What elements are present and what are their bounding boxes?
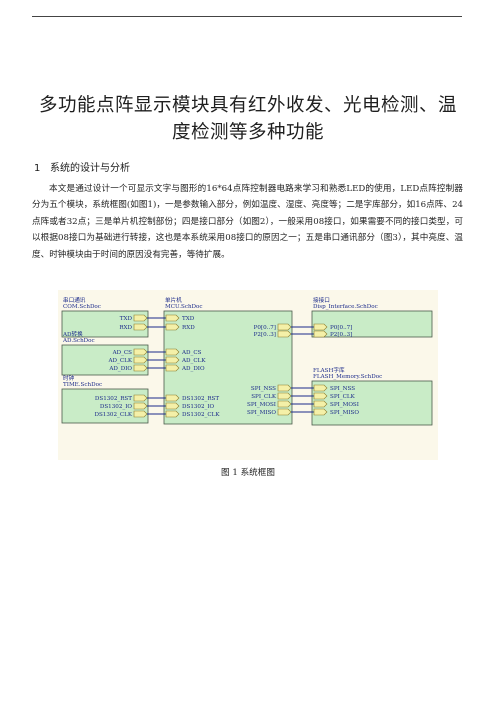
- mcu-left-port-label-1: RXD: [182, 325, 195, 331]
- dst-port-label-3: SPI_CLK: [330, 394, 356, 400]
- src-6-port-flag: [133, 402, 148, 410]
- mcu-left-port-label-4: AD_DIO: [181, 366, 205, 372]
- figure-caption: 图 1 系统框图: [221, 468, 275, 478]
- mcu-left-port-label-0: TXD: [182, 316, 195, 322]
- src-port-label-4: AD_DIO: [108, 366, 132, 372]
- src-port-label-7: DS1302_CLK: [94, 412, 132, 418]
- src-port-label-0: TXD: [120, 316, 133, 322]
- disp-file: Disp_Interface.SchDoc: [313, 304, 378, 310]
- disp-title: 接接口: [313, 296, 330, 304]
- dst-1-port-flag: [313, 330, 328, 338]
- mcu-right-port-label-2: SPI_NSS: [251, 386, 276, 392]
- mcu-right-0-port-flag: [277, 323, 292, 331]
- com-title: 串口通讯: [63, 296, 86, 304]
- src-4-port-flag: [133, 364, 148, 372]
- flash-block: [311, 380, 433, 426]
- flash-title: FLASH字库: [313, 366, 345, 374]
- com-block: [61, 310, 149, 338]
- src-0-port-flag: [133, 314, 148, 322]
- doc-title-line-1: 多功能点阵显示模块具有红外收发、光电检测、温: [38, 95, 457, 116]
- mcu-left-port-label-2: AD_CS: [181, 350, 202, 356]
- mcu-right-4-port-flag: [277, 400, 292, 408]
- section-title: 系统的设计与分析: [50, 163, 130, 174]
- dst-0-port-flag: [313, 323, 328, 331]
- src-port-label-2: AD_CS: [112, 350, 133, 356]
- mcu-left-4-port-flag: [165, 364, 180, 372]
- mcu-left-0-port-flag: [165, 314, 180, 322]
- mcu-left-2-port-flag: [165, 348, 180, 356]
- disp-block: [311, 310, 433, 338]
- src-5-port-flag: [133, 394, 148, 402]
- src-port-label-3: AD_CLK: [108, 358, 133, 364]
- dst-port-label-1: P2[0..3]: [330, 332, 352, 338]
- src-2-port-flag: [133, 348, 148, 356]
- src-port-label-1: RXD: [119, 325, 132, 331]
- section-heading: 1 系统的设计与分析: [34, 159, 130, 174]
- dst-3-port-flag: [313, 392, 328, 400]
- mcu-right-port-label-3: SPI_CLK: [251, 394, 277, 400]
- dst-port-label-0: P0[0..7]: [330, 325, 352, 331]
- src-port-label-6: DS1302_IO: [100, 404, 133, 410]
- mcu-left-port-label-3: AD_CLK: [181, 358, 206, 364]
- src-3-port-flag: [133, 356, 148, 364]
- time-title: 时钟: [63, 374, 75, 382]
- ad-title: AD转换: [62, 330, 83, 338]
- header-rule: [32, 16, 462, 17]
- mcu-right-port-label-4: SPI_MOSI: [247, 402, 276, 408]
- mcu-block: [163, 310, 293, 425]
- body-paragraph: 本文是通过设计一个可显示文字与图形的16*64点阵控制器电路来学习和熟悉LED的…: [32, 184, 463, 260]
- mcu-left-port-label-7: DS1302_CLK: [182, 412, 220, 418]
- time-block: [61, 388, 149, 424]
- mcu-left-1-port-flag: [165, 323, 180, 331]
- time-file: TIME.SchDoc: [63, 382, 102, 388]
- src-port-label-5: DS1302_RST: [95, 396, 132, 402]
- dst-2-port-flag: [313, 384, 328, 392]
- mcu-right-port-label-0: P0[0..7]: [254, 325, 276, 331]
- doc-title-line-2: 度检测等多种功能: [171, 122, 324, 143]
- mcu-right-1-port-flag: [277, 330, 292, 338]
- mcu-left-3-port-flag: [165, 356, 180, 364]
- mcu-right-2-port-flag: [277, 384, 292, 392]
- mcu-file: MCU.SchDoc: [165, 304, 203, 310]
- mcu-right-port-label-5: SPI_MISO: [247, 410, 276, 416]
- dst-port-label-4: SPI_MOSI: [330, 402, 359, 408]
- dst-port-label-5: SPI_MISO: [330, 410, 359, 416]
- mcu-right-3-port-flag: [277, 392, 292, 400]
- dst-port-label-2: SPI_NSS: [330, 386, 355, 392]
- ad-block: [61, 344, 149, 376]
- com-file: COM.SchDoc: [63, 304, 101, 310]
- mcu-title: 单片机: [165, 296, 182, 304]
- mcu-left-6-port-flag: [165, 402, 180, 410]
- mcu-left-port-label-5: DS1302_RST: [182, 396, 219, 402]
- src-7-port-flag: [133, 410, 148, 418]
- mcu-left-port-label-6: DS1302_IO: [182, 404, 215, 410]
- mcu-left-7-port-flag: [165, 410, 180, 418]
- dst-4-port-flag: [313, 400, 328, 408]
- dst-5-port-flag: [313, 408, 328, 416]
- mcu-right-port-label-1: P2[0..3]: [254, 332, 276, 338]
- flash-file: FLASH_Memory.SchDoc: [313, 374, 382, 380]
- mcu-right-5-port-flag: [277, 408, 292, 416]
- ad-file: AD.SchDoc: [62, 338, 95, 344]
- section-number: 1: [34, 163, 41, 174]
- src-1-port-flag: [133, 323, 148, 331]
- mcu-left-5-port-flag: [165, 394, 180, 402]
